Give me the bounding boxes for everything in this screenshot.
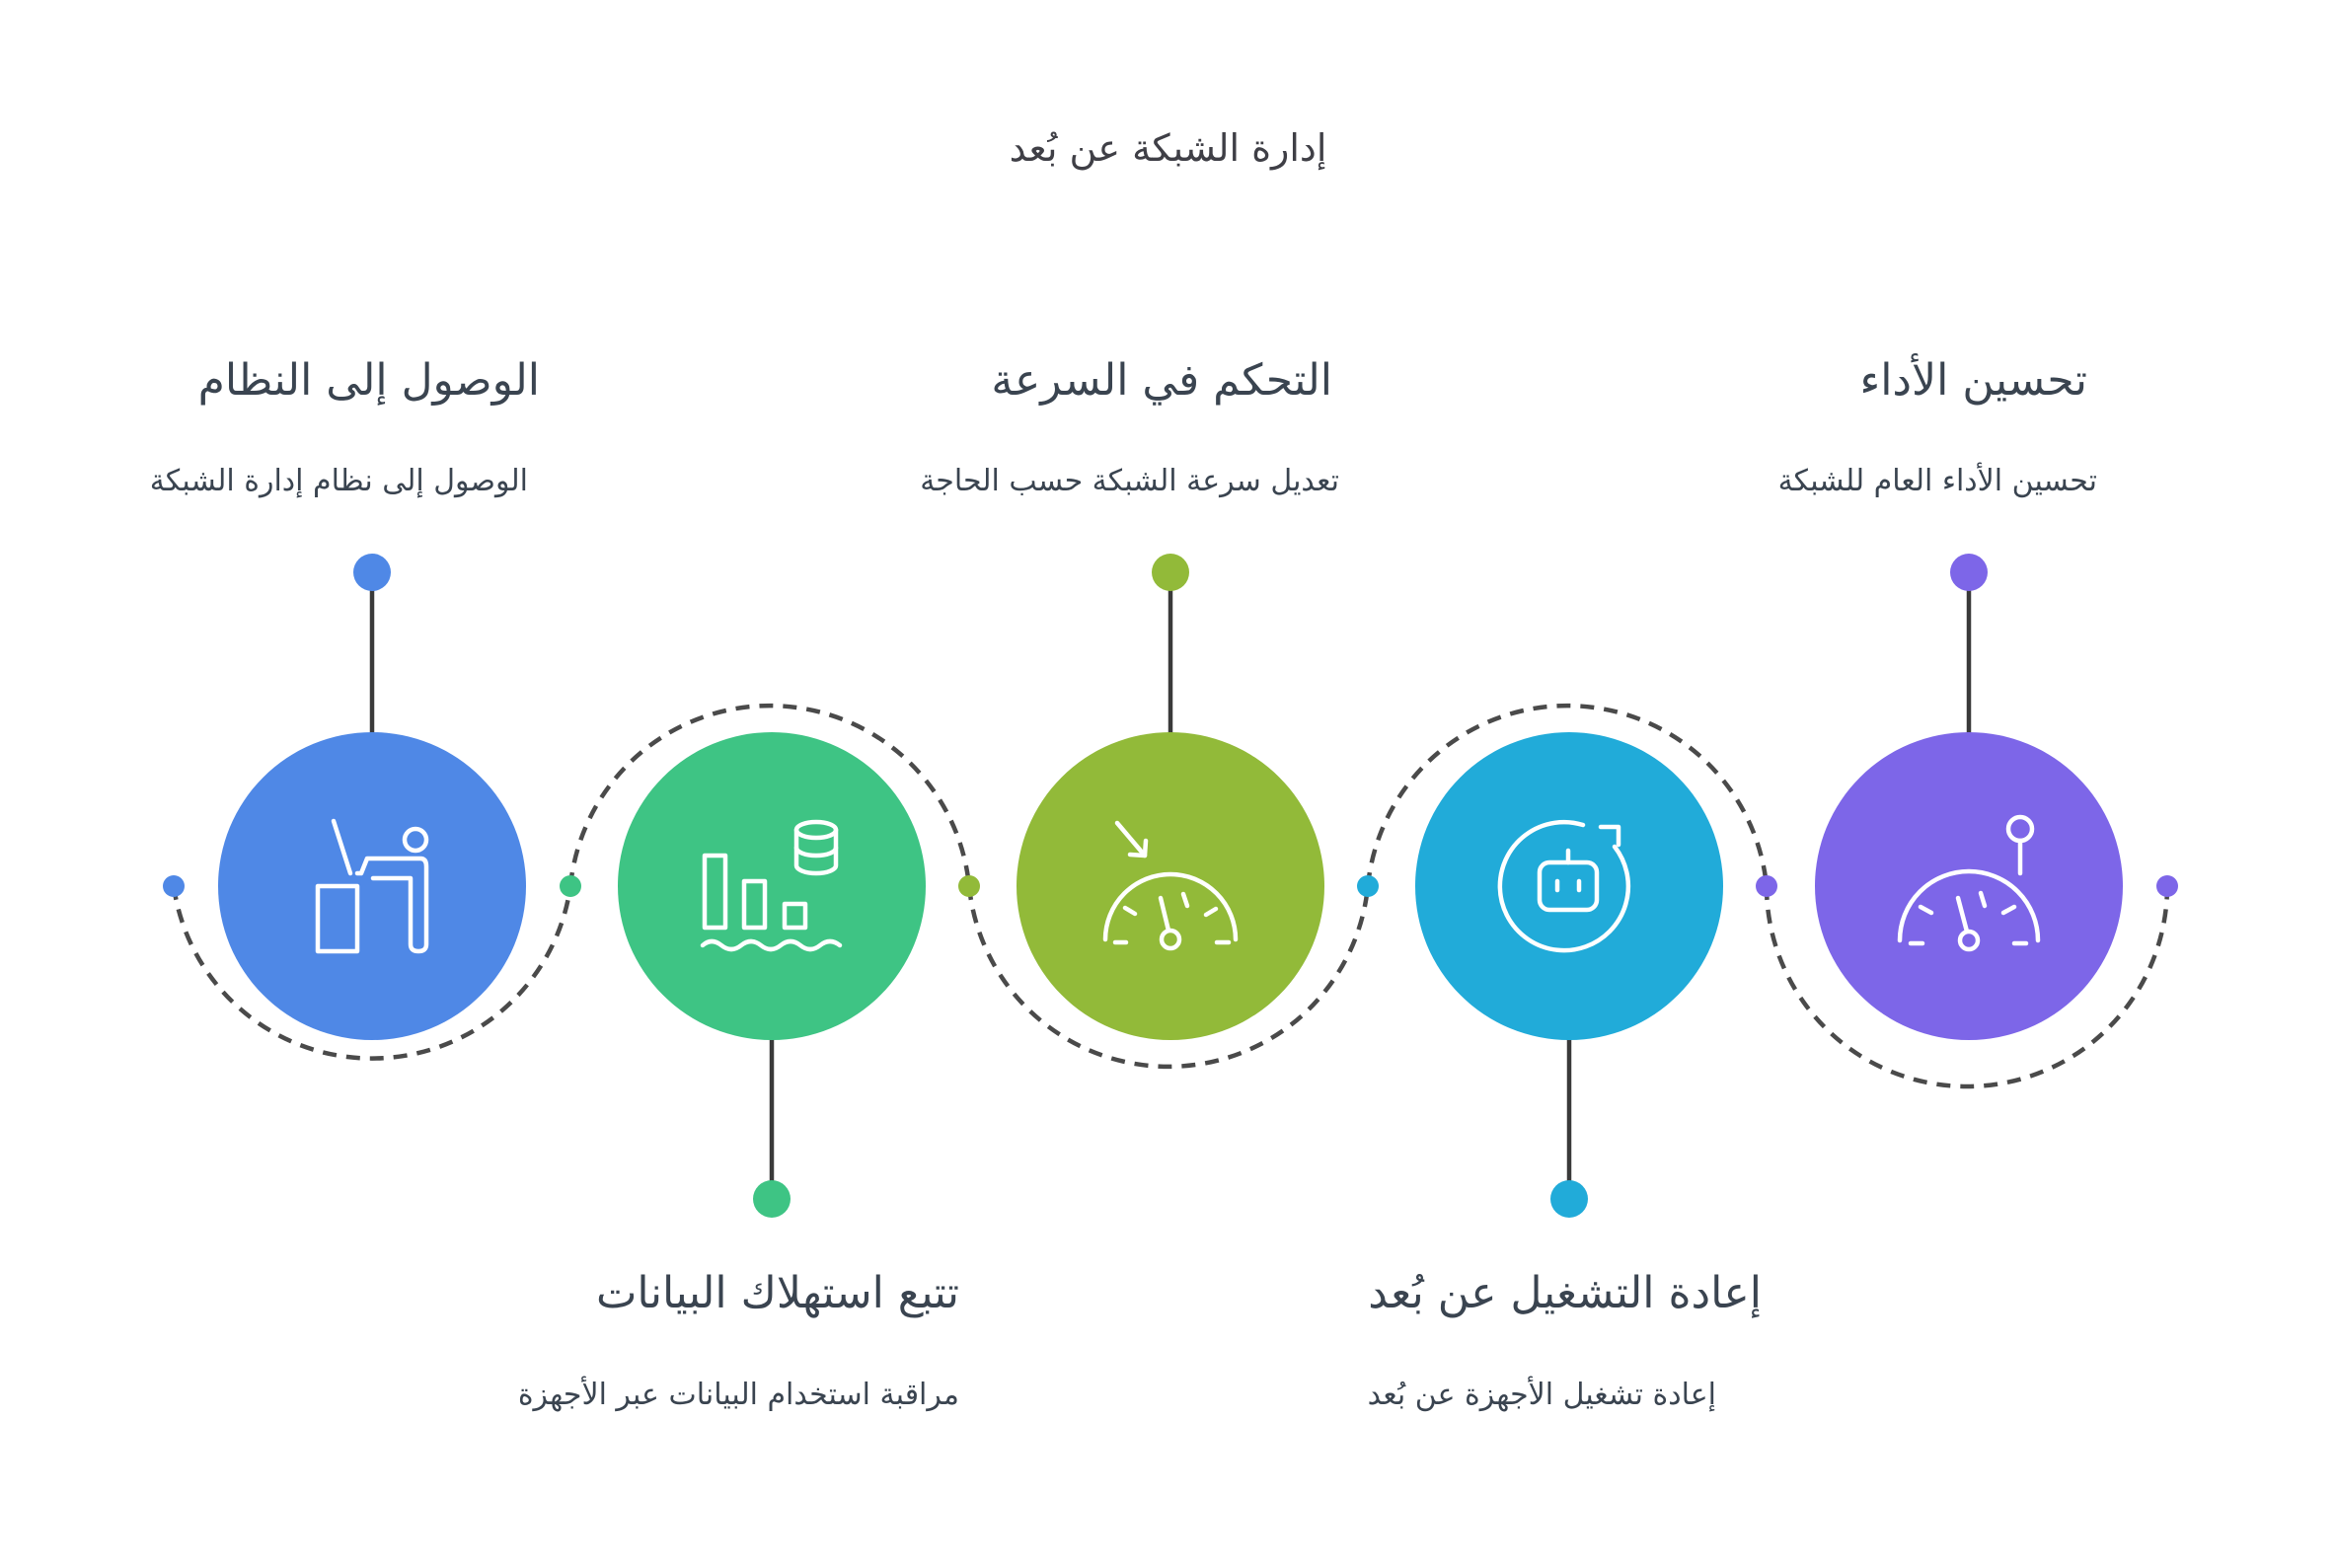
connectors	[369, 572, 1972, 1199]
dashed-arc-1	[171, 885, 573, 1061]
step-desc-3: تعديل سرعة الشبكة حسب الحاجة	[920, 464, 1339, 498]
step-title-3: التحكم في السرعة	[991, 355, 1332, 406]
dashed-arc-4	[1365, 703, 1770, 887]
label-dot-4	[1550, 1180, 1588, 1218]
performance-gauge-icon	[1897, 814, 2041, 952]
step-desc-4: إعادة تشغيل الأجهزة عن بُعد	[1367, 1378, 1716, 1412]
step-title-4: إعادة التشغيل عن بُعد	[1368, 1268, 1762, 1318]
step-circle-3	[1017, 732, 1324, 1040]
step-circle-2	[618, 732, 926, 1040]
label-dot-2	[753, 1180, 791, 1218]
dashed-arc-2	[567, 703, 972, 887]
person-at-desk-icon	[315, 818, 429, 954]
step-circle-4	[1415, 732, 1723, 1040]
page-title: إدارة الشبكة عن بُعد	[1009, 126, 1327, 170]
speed-down-gauge-icon	[1102, 820, 1239, 951]
dashed-arc-3	[966, 885, 1371, 1070]
data-usage-chart-icon	[700, 819, 843, 952]
step-title-2: تتبع استهلاك البيانات	[595, 1268, 959, 1318]
step-circle-1	[218, 732, 526, 1040]
joint-dot-4	[1357, 875, 1379, 897]
dashed-path	[171, 703, 2170, 1089]
robot-restart-icon	[1497, 819, 1631, 953]
label-dot-3	[1152, 554, 1189, 591]
step-circle-5	[1815, 732, 2123, 1040]
dashed-arc-5	[1764, 885, 2170, 1089]
joint-dot-6	[2156, 875, 2178, 897]
joint-dot-5	[1756, 875, 1777, 897]
label-dot-5	[1950, 554, 1988, 591]
joint-dot-2	[560, 875, 581, 897]
joint-dot-1	[163, 875, 185, 897]
step-desc-2: مراقبة استخدام البيانات عبر الأجهزة	[517, 1378, 959, 1412]
step-title-1: الوصول إلى النظام	[197, 355, 540, 406]
step-desc-5: تحسين الأداء العام للشبكة	[1777, 464, 2097, 498]
joint-dot-3	[958, 875, 980, 897]
step-title-5: تحسين الأداء	[1859, 355, 2087, 406]
step-desc-1: الوصول إلى نظام إدارة الشبكة	[149, 464, 528, 498]
label-dot-1	[353, 554, 391, 591]
